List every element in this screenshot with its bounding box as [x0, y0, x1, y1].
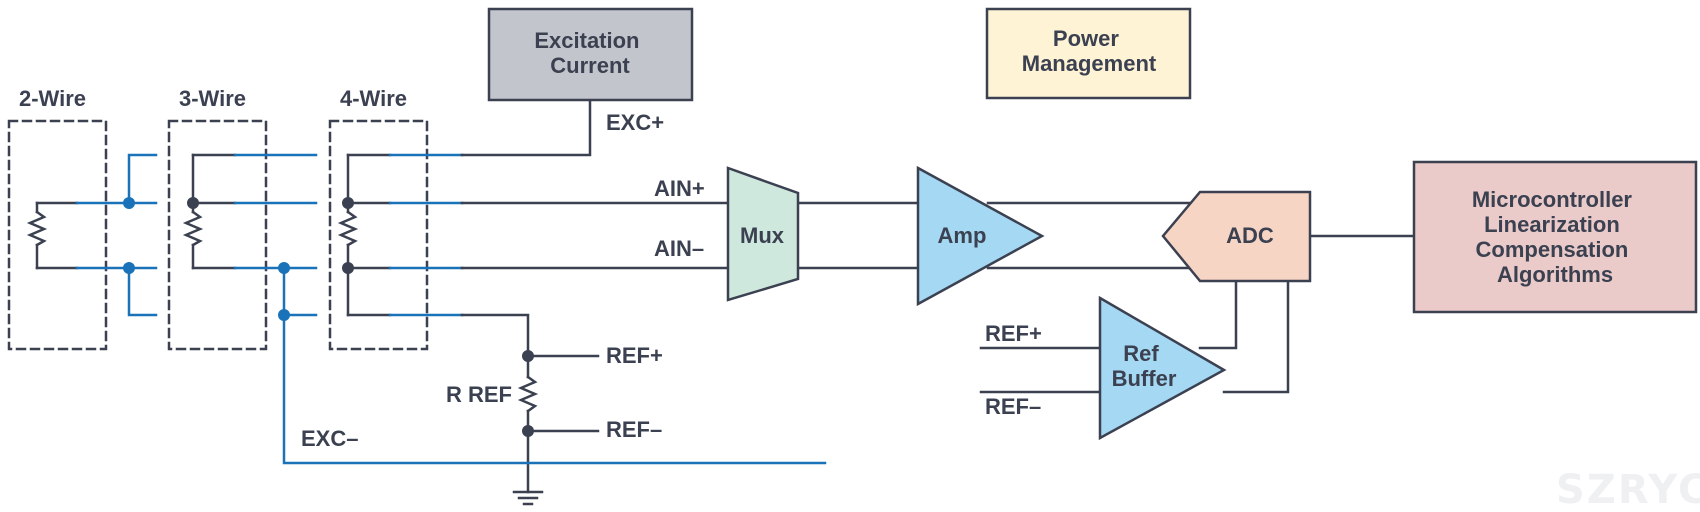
- mux-label: Mux: [740, 223, 785, 248]
- ref-path-wire: [460, 313, 530, 358]
- two-wire-title: 2-Wire: [19, 86, 86, 111]
- junction-dot: [123, 262, 135, 274]
- r-ref-resistor: [517, 375, 539, 413]
- power-management-label: Power Management: [1022, 26, 1157, 76]
- adc-ref-minus-wire: [1222, 279, 1290, 394]
- exc-minus-wire: [282, 313, 827, 465]
- buffer-ref-plus-label: REF+: [985, 321, 1042, 346]
- excitation-current-label: Excitation Current: [534, 28, 645, 78]
- exc-plus-label: EXC+: [606, 110, 664, 135]
- exc-minus-label: EXC–: [301, 426, 358, 451]
- four-wire-box: [328, 119, 429, 351]
- adc-label: ADC: [1226, 223, 1274, 248]
- amp-label: Amp: [938, 223, 987, 248]
- two-wire-rtd: [26, 201, 79, 270]
- signal-wiring: [460, 98, 1416, 494]
- four-wire-title: 4-Wire: [340, 86, 407, 111]
- ref-minus-label: REF–: [606, 417, 662, 442]
- two-wire-box: [7, 119, 108, 351]
- watermark: SZRYC: [1556, 467, 1700, 512]
- microcontroller-block: [1412, 160, 1698, 314]
- adc-ref-plus-wire: [1198, 279, 1238, 350]
- ain-plus-label: AIN+: [654, 176, 705, 201]
- three-wire-box: [167, 119, 268, 351]
- four-wire-leads: [388, 153, 464, 317]
- ground-icon: [512, 490, 544, 506]
- junction-dot: [522, 425, 534, 437]
- two-wire-leads: [75, 153, 158, 317]
- amp-block: [916, 165, 1045, 307]
- junction-dot: [278, 262, 290, 274]
- junction-dot: [123, 197, 135, 209]
- r-ref-label: R REF: [446, 382, 512, 407]
- excitation-current-block: [487, 7, 694, 102]
- ref-buffer-label: Ref Buffer: [1112, 341, 1177, 391]
- junction-dot: [278, 309, 290, 321]
- four-wire-rtd: [337, 153, 392, 317]
- ain-minus-label: AIN–: [654, 236, 704, 261]
- buffer-ref-minus-label: REF–: [985, 394, 1041, 419]
- microcontroller-label: Microcontroller Linearization Compensati…: [1472, 187, 1638, 287]
- ref-buffer-block: [1098, 295, 1227, 441]
- mux-block: [726, 166, 800, 302]
- junction-dot: [522, 350, 534, 362]
- three-wire-leads: [233, 153, 318, 317]
- power-management-block: [985, 7, 1192, 100]
- exc-plus-wire: [460, 98, 592, 157]
- three-wire-title: 3-Wire: [179, 86, 246, 111]
- three-wire-rtd: [182, 153, 237, 270]
- adc-block: [1161, 190, 1312, 283]
- junction-dot: [342, 262, 354, 274]
- ref-plus-label: REF+: [606, 343, 663, 368]
- junction-dot: [187, 197, 199, 209]
- junction-dots: [123, 197, 534, 437]
- junction-dot: [342, 197, 354, 209]
